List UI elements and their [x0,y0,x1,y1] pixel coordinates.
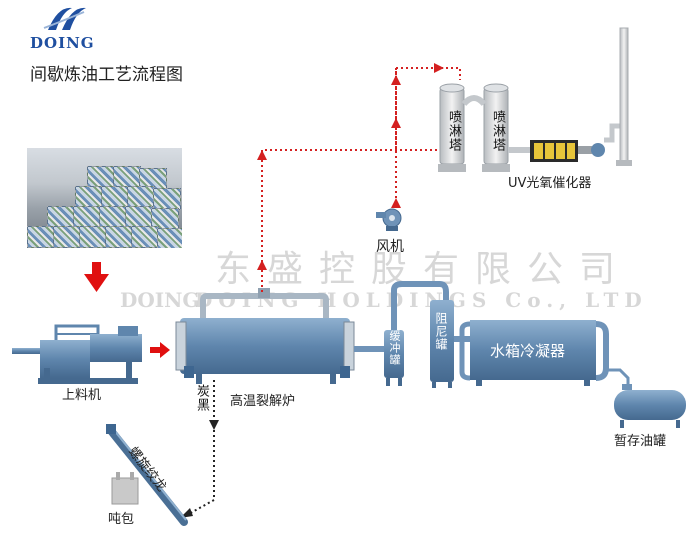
watermark-brand: DOING [120,288,200,312]
feeder-machine [12,324,142,384]
scrubber-tower-2 [482,83,510,172]
bag-label: 吨包 [108,512,135,527]
uv-catalyzer [530,140,592,162]
pipe-condenser-storage [606,368,630,388]
reactor-label: 高温裂解炉 [230,394,296,409]
buffer-label: 缓冲罐 [388,330,401,366]
pipe-tower-link [461,95,487,107]
pipe-reactor-buffer [354,346,384,352]
exhaust-chimney [591,27,632,166]
carbon-down-arrow-icon [209,420,219,430]
feeder-label: 上料机 [62,388,102,403]
feed-right-arrow-icon [150,342,170,358]
condenser-label: 水箱冷凝器 [490,342,566,360]
storage-tank [614,384,686,428]
plastic-bales-photo [27,148,182,248]
screw-conveyor [106,424,188,526]
scrubber2-label: 喷淋塔 [490,110,505,152]
storage-label: 暂存油罐 [614,434,667,449]
scrubber1-label: 喷淋塔 [446,110,461,152]
damper-label: 阻尼罐 [434,312,448,351]
gas-flow-lines [261,67,461,292]
buffer-tank [384,330,404,386]
uv-label: UV光氧催化器 [508,176,592,191]
carbon-label: 炭黑 [194,384,209,412]
fan-label: 风机 [376,239,404,255]
pyrolysis-reactor [175,288,355,384]
doing-logo-icon [43,7,86,30]
ton-bag-icon [111,472,139,505]
condenser-box [459,320,609,386]
feed-down-arrow-icon [84,262,109,292]
gas-flow-arrow-icons [257,63,444,270]
page-title: 间歇炼油工艺流程图 [30,65,183,85]
scrubber-tower-1 [438,83,466,172]
fan-icon [376,208,402,231]
brand-name: DOING [30,34,95,52]
damper-tank [391,281,470,388]
